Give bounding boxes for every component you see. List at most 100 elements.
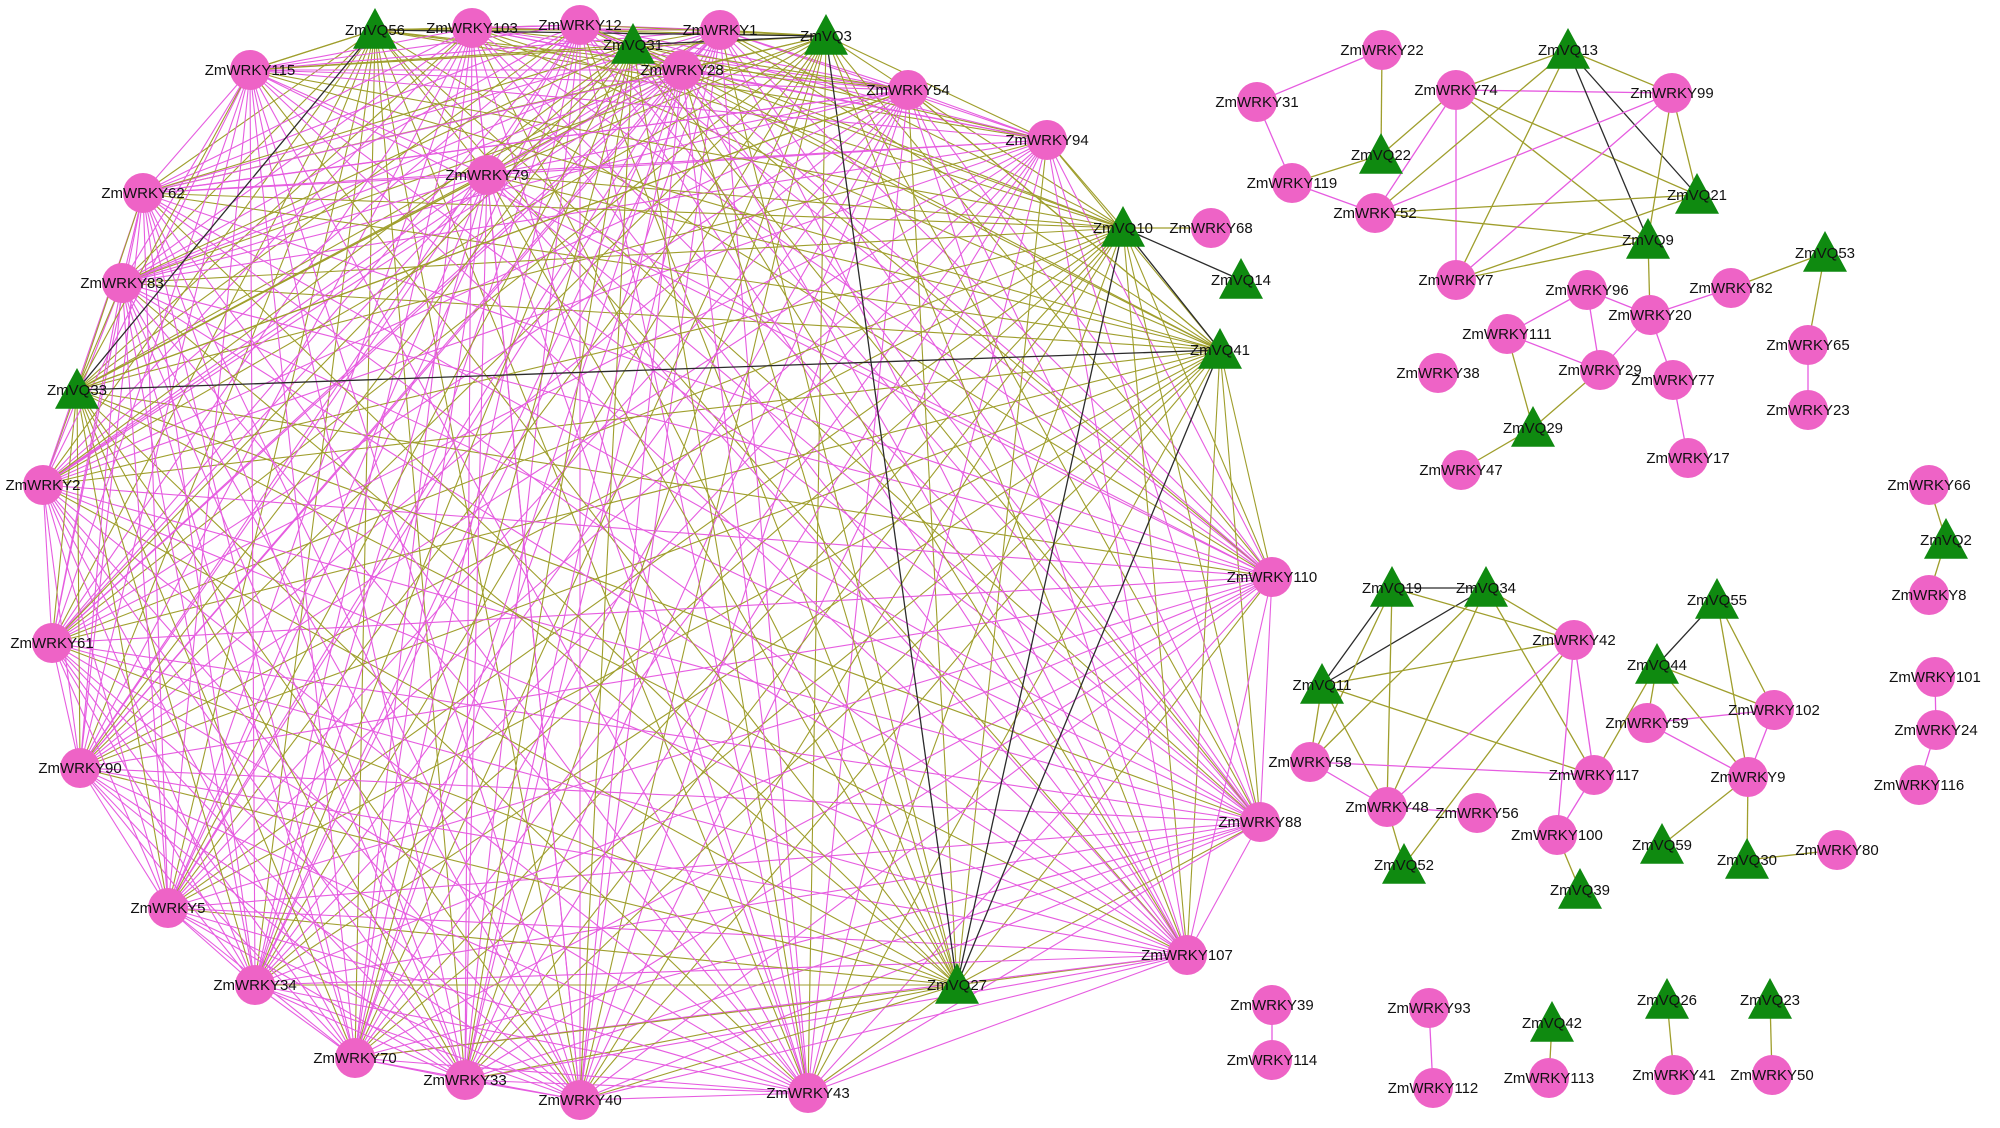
edge-ZmWRKY107-ZmWRKY61 xyxy=(51,642,1188,956)
edge-ZmWRKY12-ZmWRKY90 xyxy=(79,24,581,769)
edge-ZmWRKY107-ZmWRKY28 xyxy=(681,69,1188,956)
edge-ZmVQ34-ZmWRKY48 xyxy=(1386,587,1487,808)
edge-ZmWRKY110-ZmWRKY107 xyxy=(1186,576,1273,956)
edge-ZmWRKY103-ZmWRKY90 xyxy=(79,27,473,769)
edge-ZmWRKY54-ZmWRKY107 xyxy=(907,89,1188,956)
node-label-ZmVQ55: ZmVQ55 xyxy=(1687,592,1747,609)
wrky-node-ZmWRKY2 xyxy=(23,465,63,505)
node-label-ZmWRKY41: ZmWRKY41 xyxy=(1632,1067,1715,1084)
wrky-node-ZmWRKY96 xyxy=(1567,270,1607,310)
wrky-node-ZmWRKY82 xyxy=(1711,268,1751,308)
node-label-ZmWRKY54: ZmWRKY54 xyxy=(866,82,949,99)
edge-ZmWRKY33-ZmWRKY5 xyxy=(167,907,466,1081)
edge-ZmWRKY88-ZmWRKY40 xyxy=(579,821,1261,1101)
edge-ZmWRKY94-ZmWRKY79 xyxy=(486,139,1048,176)
edge-ZmVQ3-ZmWRKY28 xyxy=(681,35,827,71)
edge-ZmVQ10-ZmWRKY79 xyxy=(486,174,1124,229)
edge-ZmWRKY99-ZmWRKY7 xyxy=(1455,92,1673,281)
edge-ZmWRKY94-ZmVQ31 xyxy=(632,44,1048,141)
edge-ZmVQ10-ZmWRKY88 xyxy=(1122,227,1261,823)
edge-ZmWRKY43-ZmWRKY33 xyxy=(464,1079,809,1094)
edge-ZmVQ27-ZmWRKY2 xyxy=(42,484,958,986)
node-label-ZmWRKY82: ZmWRKY82 xyxy=(1689,280,1772,297)
edge-ZmVQ10-ZmVQ14 xyxy=(1122,227,1242,281)
edge-ZmWRKY94-ZmWRKY70 xyxy=(354,139,1048,1059)
node-label-ZmWRKY115: ZmWRKY115 xyxy=(205,62,296,79)
edge-ZmWRKY43-ZmWRKY40 xyxy=(579,1092,809,1101)
edge-ZmWRKY40-ZmWRKY79 xyxy=(486,174,581,1101)
edge-ZmWRKY5-ZmVQ33 xyxy=(76,389,169,909)
wrky-node-ZmWRKY50 xyxy=(1752,1055,1792,1095)
edge-ZmWRKY34-ZmWRKY83 xyxy=(121,282,256,986)
node-label-ZmWRKY47: ZmWRKY47 xyxy=(1419,462,1502,479)
edge-ZmWRKY1-ZmWRKY5 xyxy=(167,29,721,909)
edge-ZmVQ33-ZmVQ56 xyxy=(76,29,376,391)
vq-node-ZmVQ11 xyxy=(1300,663,1344,704)
edge-ZmWRKY5-ZmWRKY90 xyxy=(79,767,169,909)
edge-ZmWRKY110-ZmWRKY43 xyxy=(807,576,1273,1094)
wrky-node-ZmWRKY113 xyxy=(1529,1058,1569,1098)
edge-ZmWRKY33-ZmWRKY62 xyxy=(142,192,466,1081)
edge-ZmWRKY33-ZmWRKY28 xyxy=(464,69,683,1081)
edge-ZmVQ41-ZmWRKY90 xyxy=(79,349,1221,769)
edge-ZmWRKY70-ZmWRKY90 xyxy=(79,767,356,1059)
wrky-node-ZmWRKY56 xyxy=(1457,793,1497,833)
edge-ZmVQ41-ZmWRKY62 xyxy=(142,192,1221,351)
node-label-ZmWRKY101: ZmWRKY101 xyxy=(1889,669,1981,686)
wrky-node-ZmWRKY31 xyxy=(1237,82,1277,122)
edge-ZmWRKY5-ZmWRKY79 xyxy=(167,174,488,909)
edge-ZmVQ10-ZmWRKY70 xyxy=(354,227,1124,1059)
wrky-node-ZmWRKY23 xyxy=(1788,390,1828,430)
wrky-node-ZmWRKY48 xyxy=(1367,787,1407,827)
edge-ZmWRKY33-ZmWRKY79 xyxy=(464,174,488,1081)
edge-ZmWRKY103-ZmWRKY33 xyxy=(464,27,473,1081)
node-label-ZmWRKY96: ZmWRKY96 xyxy=(1545,282,1628,299)
edges-layer xyxy=(42,24,1947,1101)
edge-ZmVQ56-ZmWRKY33 xyxy=(374,29,466,1081)
node-label-ZmWRKY62: ZmWRKY62 xyxy=(101,185,184,202)
node-label-ZmWRKY83: ZmWRKY83 xyxy=(80,275,163,292)
wrky-node-ZmWRKY41 xyxy=(1654,1055,1694,1095)
edge-ZmVQ3-ZmWRKY110 xyxy=(825,35,1273,578)
edge-ZmVQ27-ZmWRKY115 xyxy=(249,69,958,986)
edge-ZmWRKY54-ZmWRKY43 xyxy=(807,89,909,1094)
edge-ZmWRKY88-ZmVQ33 xyxy=(76,389,1261,823)
edge-ZmVQ56-ZmWRKY34 xyxy=(254,29,376,986)
node-label-ZmWRKY112: ZmWRKY112 xyxy=(1388,1080,1479,1097)
edge-ZmVQ56-ZmWRKY88 xyxy=(374,29,1261,823)
vq-node-ZmVQ41 xyxy=(1198,328,1242,369)
vq-node-ZmVQ13 xyxy=(1546,28,1590,69)
node-label-ZmWRKY34: ZmWRKY34 xyxy=(213,977,296,994)
edge-ZmWRKY74-ZmVQ9 xyxy=(1455,89,1649,241)
edge-ZmWRKY43-ZmWRKY79 xyxy=(486,174,809,1094)
node-label-ZmWRKY77: ZmWRKY77 xyxy=(1631,372,1714,389)
vq-node-ZmVQ23 xyxy=(1748,978,1792,1019)
edge-ZmWRKY54-ZmWRKY28 xyxy=(681,69,909,91)
wrky-node-ZmWRKY29 xyxy=(1580,350,1620,390)
edge-ZmWRKY110-ZmWRKY88 xyxy=(1259,576,1273,823)
wrky-node-ZmWRKY68 xyxy=(1191,208,1231,248)
edge-ZmWRKY43-ZmWRKY34 xyxy=(254,984,809,1094)
wrky-node-ZmWRKY74 xyxy=(1436,70,1476,110)
edge-ZmWRKY107-ZmWRKY90 xyxy=(79,767,1188,956)
edge-ZmVQ44-ZmWRKY102 xyxy=(1656,664,1775,711)
edge-ZmWRKY90-ZmWRKY79 xyxy=(79,174,488,769)
edge-ZmWRKY1-ZmWRKY107 xyxy=(719,29,1188,956)
edge-ZmVQ3-ZmWRKY107 xyxy=(825,35,1188,956)
edge-ZmVQ3-ZmWRKY94 xyxy=(825,35,1048,141)
edge-ZmVQ3-ZmWRKY43 xyxy=(807,35,827,1094)
edge-ZmWRKY54-ZmWRKY115 xyxy=(249,69,909,91)
edge-ZmVQ19-ZmWRKY48 xyxy=(1386,587,1393,808)
edge-ZmWRKY43-ZmVQ33 xyxy=(76,389,809,1094)
edge-ZmWRKY5-ZmWRKY61 xyxy=(51,642,169,909)
edge-ZmWRKY103-ZmVQ41 xyxy=(471,27,1221,351)
edge-ZmWRKY103-ZmWRKY110 xyxy=(471,27,1273,578)
edge-ZmWRKY110-ZmVQ27 xyxy=(956,576,1273,986)
node-label-ZmWRKY117: ZmWRKY117 xyxy=(1549,767,1640,784)
edge-ZmWRKY61-ZmVQ33 xyxy=(51,389,78,644)
edge-ZmWRKY107-ZmWRKY62 xyxy=(142,192,1188,956)
wrky-node-ZmWRKY83 xyxy=(102,263,142,303)
wrky-node-ZmWRKY102 xyxy=(1754,690,1794,730)
vq-node-ZmVQ30 xyxy=(1725,838,1769,879)
edge-ZmWRKY12-ZmWRKY83 xyxy=(121,24,581,284)
